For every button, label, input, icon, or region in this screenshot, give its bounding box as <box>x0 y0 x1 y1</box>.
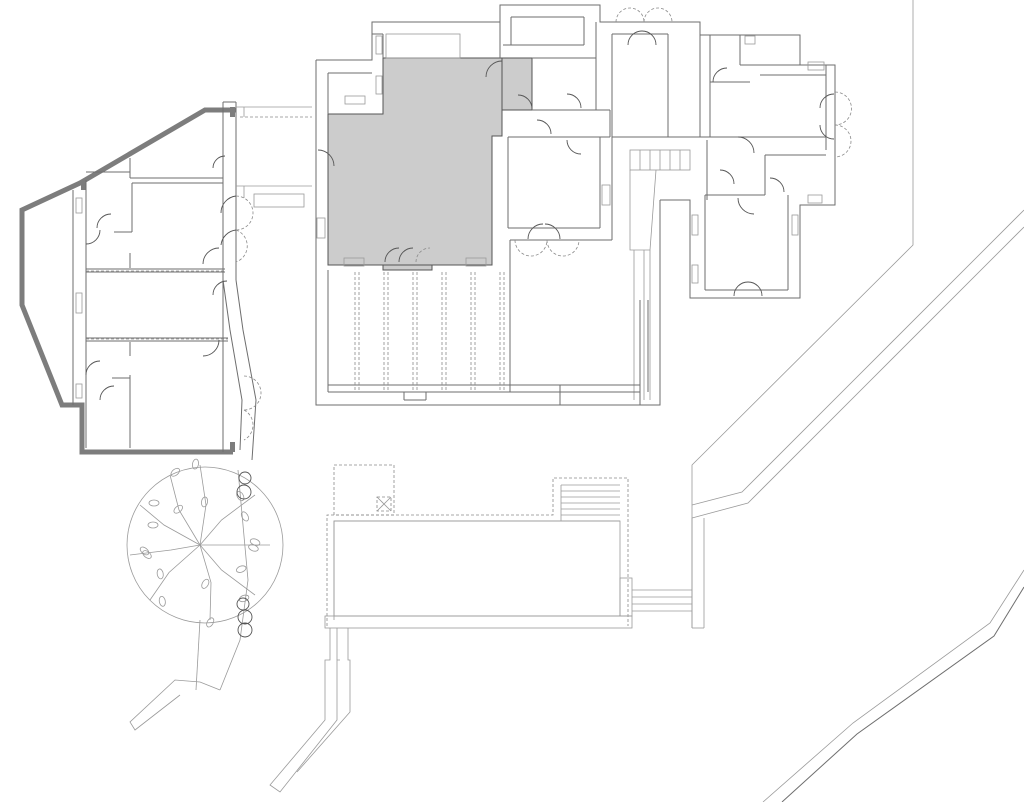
stairs-north <box>385 33 461 59</box>
tree-branch <box>129 544 201 556</box>
pool <box>269 464 692 793</box>
tree-leaf <box>148 499 160 507</box>
tree-leaf <box>238 594 250 603</box>
south-arcade <box>327 239 649 405</box>
tree-leaf <box>206 617 215 628</box>
pergola-columns <box>354 272 505 392</box>
tree-leaf <box>248 544 259 552</box>
tree-leaf <box>201 578 210 589</box>
tree-branch <box>199 544 212 621</box>
highlighted-room <box>327 57 503 271</box>
west-wing <box>19 101 262 461</box>
tree-leaf <box>240 511 249 522</box>
tree-leaf <box>170 467 180 477</box>
connector <box>236 106 312 208</box>
tree-leaf <box>158 595 166 607</box>
tree-leaf <box>201 496 208 508</box>
tree-branch <box>149 544 201 601</box>
tree-branch <box>169 474 201 546</box>
tree-leaf <box>192 458 199 470</box>
shrubs <box>236 471 253 638</box>
main-house <box>315 4 852 406</box>
site-boundary <box>691 0 1024 802</box>
tree-branch <box>199 494 256 546</box>
tree-leaf <box>236 565 247 573</box>
tree-leaf <box>173 504 183 514</box>
tree-branch <box>139 504 201 546</box>
tree <box>126 458 284 731</box>
tree-leaf <box>147 521 159 529</box>
tree-leaf <box>139 546 150 556</box>
tree-branch <box>199 464 207 546</box>
tree-branch <box>199 544 256 596</box>
tree-leaf <box>156 568 164 580</box>
pool-steps <box>560 484 620 521</box>
stairs-east <box>629 149 691 400</box>
tree-leaf <box>142 550 152 559</box>
tree-leaf <box>236 491 245 502</box>
